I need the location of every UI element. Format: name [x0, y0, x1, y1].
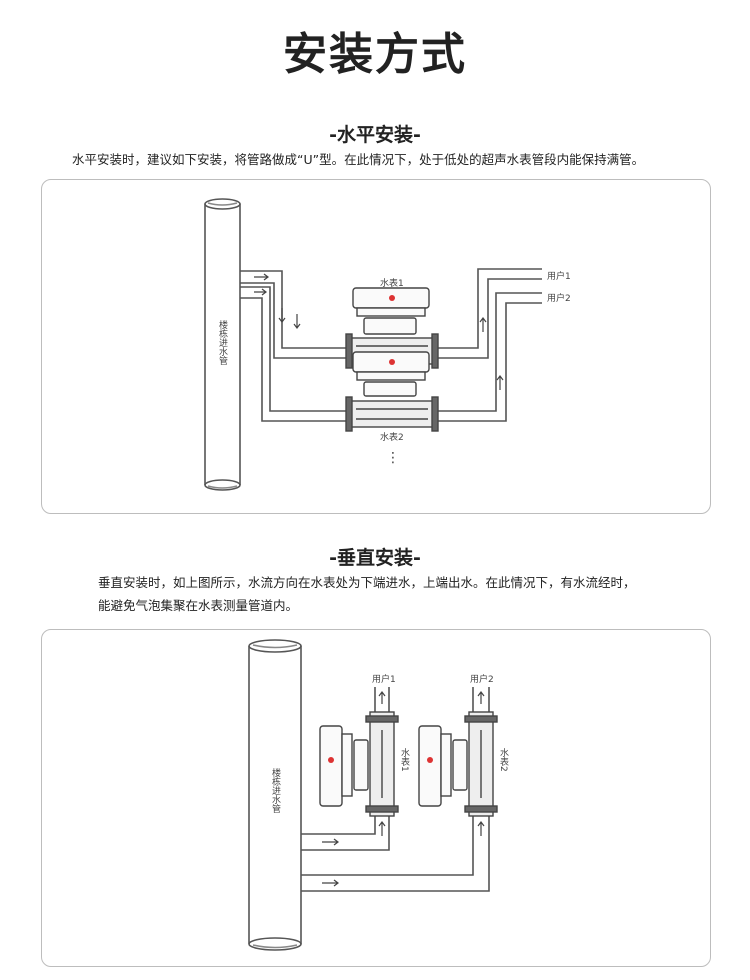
vertical-diagram: 楼栋进水管 用户1 用户2 水表1 水表2: [248, 639, 509, 951]
meter-2-icon: [418, 711, 498, 817]
user-1-label: 用户1: [547, 270, 571, 282]
building-pipe: [248, 639, 302, 951]
meter-1-icon: [345, 287, 439, 369]
horizontal-diagram: 楼栋进水管 水表1 水表2 用户1 用户2 ⋮: [204, 198, 571, 491]
building-pipe-label: 楼栋进水管: [270, 767, 281, 813]
flow-arrows: [254, 273, 504, 390]
more-meters-ellipsis: ⋮: [386, 450, 400, 466]
vertical-description-line2: 能避免气泡集聚在水表测量管道内。: [98, 598, 299, 613]
user-2-label: 用户2: [470, 673, 494, 685]
user-2-label: 用户2: [547, 292, 571, 304]
horizontal-heading: -水平安装-: [329, 124, 421, 146]
meter-2-label: 水表2: [380, 431, 404, 443]
flow-arrows: [322, 691, 485, 887]
meter-1-label: 水表1: [380, 277, 404, 289]
meter-2-label: 水表2: [498, 747, 509, 772]
vertical-diagram-panel: 楼栋进水管 用户1 用户2 水表1 水表2: [41, 629, 711, 967]
meter-2-icon: [345, 351, 439, 432]
meter-1-label: 水表1: [399, 747, 410, 772]
page-title: 安装方式: [283, 29, 467, 80]
building-pipe-label: 楼栋进水管: [217, 319, 228, 365]
horizontal-description: 水平安装时，建议如下安装，将管路做成“U”型。在此情况下，处于低处的超声水表管段…: [72, 152, 645, 167]
user-1-label: 用户1: [372, 673, 396, 685]
vertical-description-line1: 垂直安装时，如上图所示，水流方向在水表处为下端进水，上端出水。在此情况下，有水流…: [98, 575, 636, 590]
horizontal-diagram-panel: 楼栋进水管 水表1 水表2 用户1 用户2 ⋮: [41, 179, 711, 514]
vertical-heading: -垂直安装-: [329, 547, 421, 569]
building-pipe: [204, 198, 241, 491]
meter-1-icon: [319, 711, 399, 817]
